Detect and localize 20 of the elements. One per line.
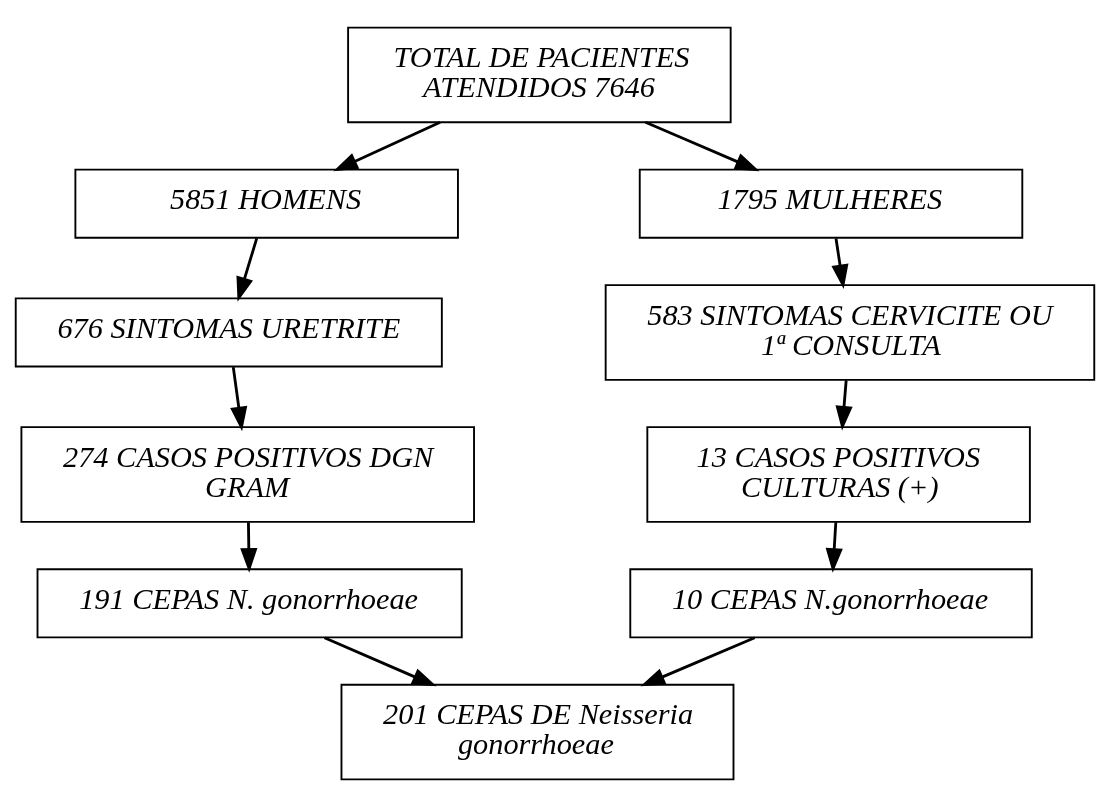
arrow xyxy=(230,366,248,432)
arrow xyxy=(240,522,258,573)
node-box: 274 CASOS POSITIVOS DGN GRAM xyxy=(20,426,475,523)
node-box: 5851 HOMENS xyxy=(74,168,459,239)
arrow xyxy=(835,380,853,431)
node-box: TOTAL DE PACIENTES ATENDIDOS 7646 xyxy=(347,26,732,124)
arrow xyxy=(323,636,437,687)
node-box: 10 CEPAS N.gonorrhoeae xyxy=(629,568,1033,639)
node-box: 583 SINTOMAS CERVICITE OU 1ª CONSULTA xyxy=(604,284,1096,381)
node-box: 201 CEPAS DE Neisseria gonorrhoeae xyxy=(340,683,735,781)
node-box: 1795 MULHERES xyxy=(638,168,1024,239)
arrow xyxy=(825,522,843,573)
arrow xyxy=(333,121,441,172)
arrow xyxy=(640,636,756,687)
arrow xyxy=(236,238,259,302)
node-box: 676 SINTOMAS URETRITE xyxy=(14,297,443,368)
node-box: 191 CEPAS N. gonorrhoeae xyxy=(36,568,463,639)
node-box: 13 CASOS POSITIVOS CULTURAS (+) xyxy=(646,426,1031,523)
arrow xyxy=(644,121,760,172)
arrow xyxy=(831,238,849,290)
